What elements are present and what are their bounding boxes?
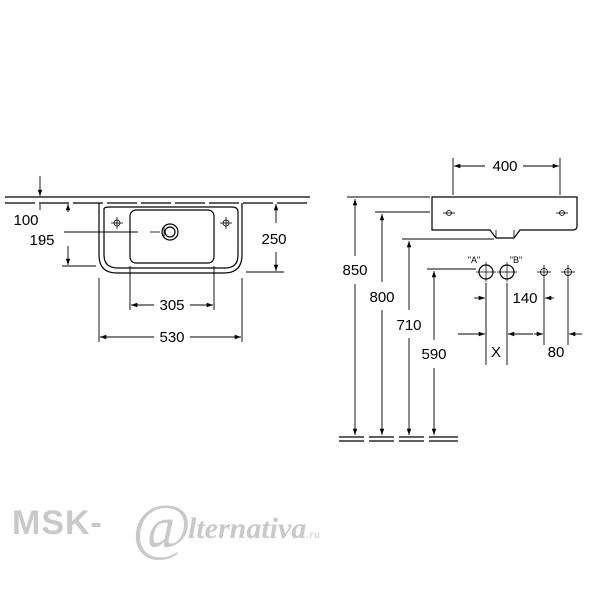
mounting-hole-left-icon (537, 265, 551, 279)
dim-590-label: 590 (421, 346, 446, 363)
supply-b-label: "B" (510, 255, 522, 265)
dim-100-label: 100 (13, 212, 38, 229)
watermark-name-text: lternativa (188, 512, 307, 545)
watermark-name: lternativa.ru (188, 512, 320, 546)
dim-305-label: 305 (159, 297, 184, 314)
basin-bowl (129, 209, 215, 264)
watermark-tld: .ru (306, 527, 321, 541)
drain-icon (161, 223, 179, 241)
side-view-labels: 400 850 800 710 590 140 X 80 "A" "B" (342, 158, 564, 363)
dim-800-label: 800 (369, 289, 394, 306)
watermark-logo: MSK- @ lternativa.ru (12, 491, 372, 562)
dim-80-label: 80 (548, 344, 565, 361)
dim-400 (452, 158, 561, 195)
dim-140 (474, 279, 554, 345)
dim-530-label: 530 (159, 329, 184, 346)
wall-line (5, 196, 310, 204)
dim-80 (534, 279, 582, 345)
plan-view-labels: 100 195 250 305 530 (13, 212, 286, 346)
tap-hole-right-icon (220, 217, 232, 229)
dim-195 (62, 204, 138, 267)
dim-710-label: 710 (396, 317, 421, 334)
basin-profile (431, 196, 578, 239)
supply-b-icon (497, 262, 517, 282)
supply-a-label: "A" (468, 255, 480, 265)
basin-inner-rim (103, 206, 239, 269)
drain-inner-icon (164, 226, 176, 238)
plan-view (5, 176, 310, 342)
basin-profile-hole-right-icon (556, 210, 568, 216)
dim-250-label: 250 (261, 231, 286, 248)
tap-hole-left-icon (111, 217, 123, 229)
height-extension-lines (347, 196, 494, 270)
dim-305 (129, 266, 215, 310)
watermark-brand: MSK- (12, 504, 103, 542)
dim-195-label: 195 (29, 232, 54, 249)
dim-250 (246, 204, 284, 273)
dim-850-label: 850 (342, 262, 367, 279)
dim-140-label: 140 (512, 290, 537, 307)
basin-profile-hole-left-icon (443, 210, 455, 216)
dim-x-label: X (491, 344, 501, 361)
dim-400-label: 400 (492, 158, 517, 175)
supply-a-icon (476, 262, 496, 282)
watermark-at-symbol: @ (132, 491, 191, 562)
dim-x (458, 283, 533, 365)
floor-line (339, 436, 458, 442)
basin-outline (98, 203, 243, 274)
side-view (339, 158, 582, 442)
dim-530 (98, 278, 243, 342)
mounting-hole-right-icon (561, 265, 575, 279)
